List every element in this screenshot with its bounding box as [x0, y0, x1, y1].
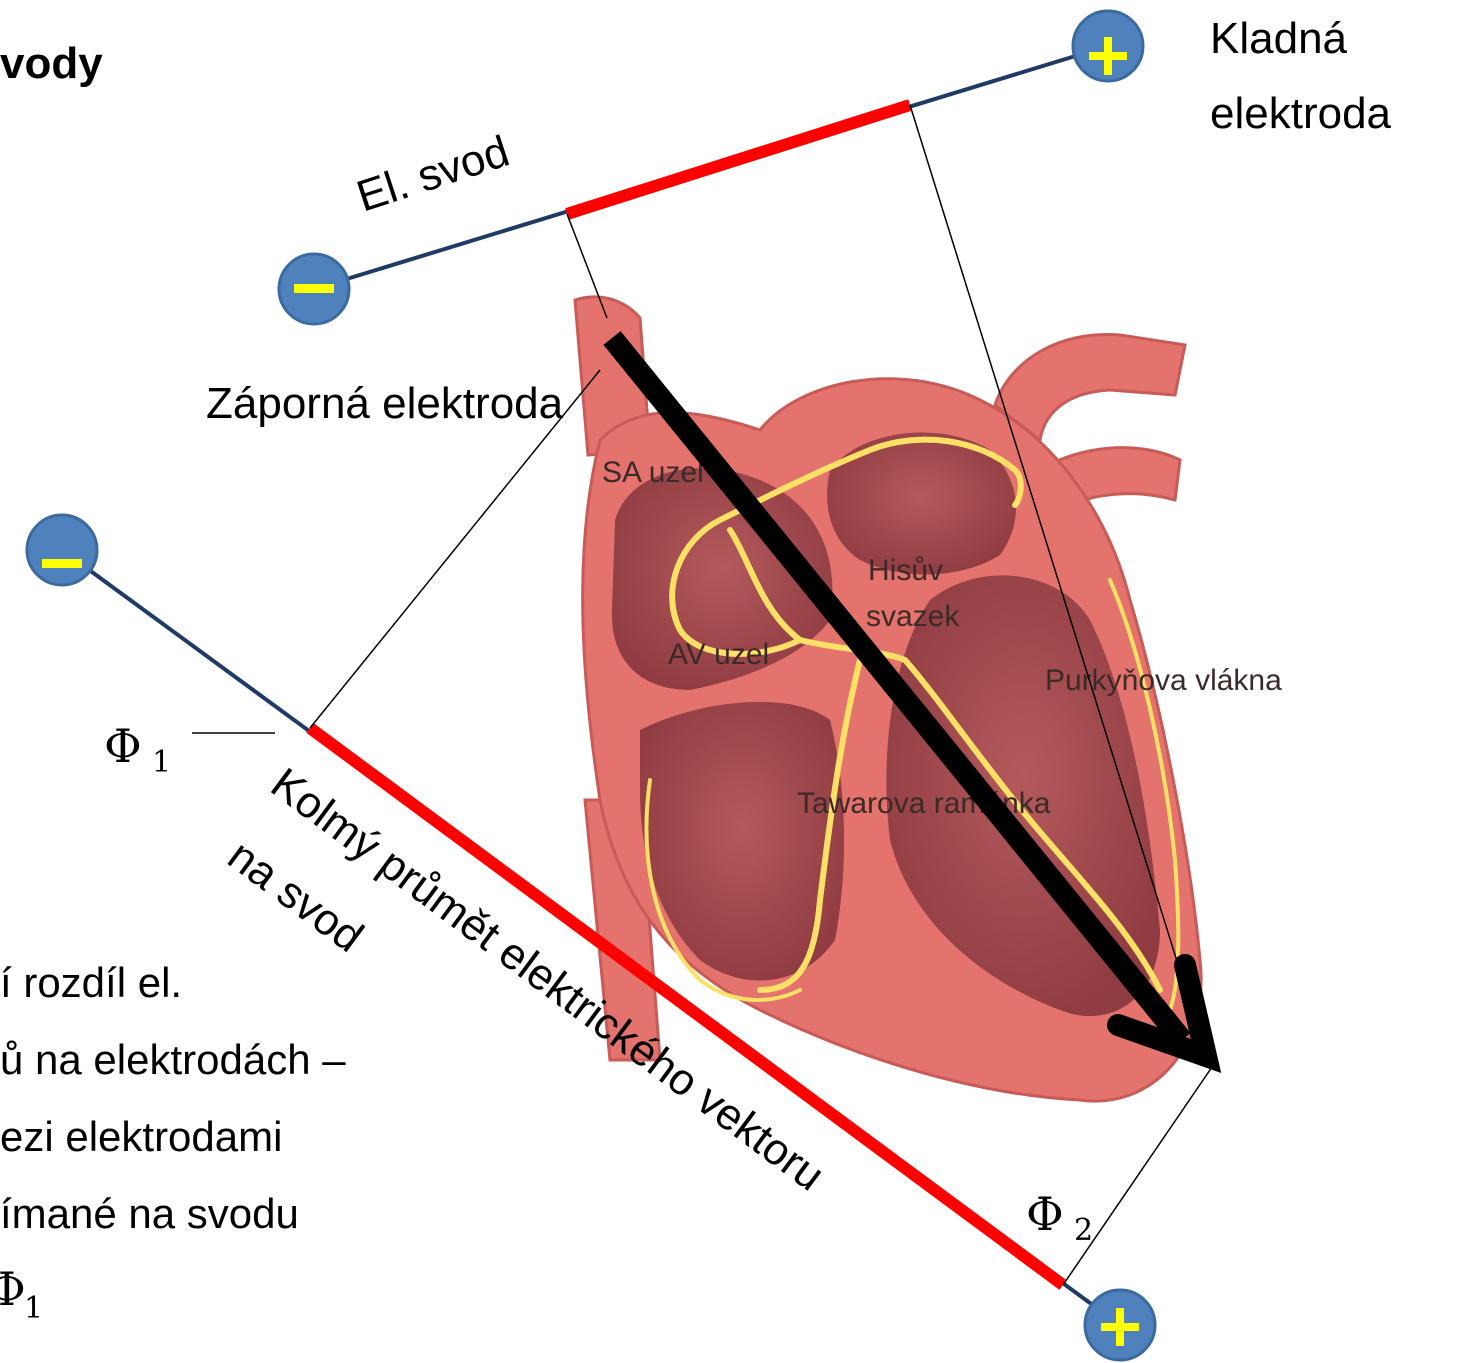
body-text: í rozdíl el. ů na elektrodách – ezi elek…	[0, 959, 346, 1326]
electrode-circle	[27, 515, 97, 585]
aortic-arch	[995, 334, 1185, 440]
positive-electrode-lower	[1085, 1290, 1155, 1360]
body-text-line1: í rozdíl el.	[0, 959, 182, 1006]
body-text-phi-symbol: Φ	[0, 1262, 26, 1316]
phi1-subscript: 1	[152, 745, 171, 780]
minus-icon	[294, 284, 334, 293]
av-node-label: AV uzel	[668, 638, 769, 671]
upper-lead-projection	[567, 105, 910, 214]
body-text-line2: ů na elektrodách –	[0, 1036, 346, 1083]
minus-icon	[42, 559, 82, 568]
his-bundle-label-line1: Hisův	[868, 554, 943, 587]
purkinje-fibers-label: Purkyňova vlákna	[1045, 664, 1282, 697]
positive-electrode-label-line1: Kladná	[1210, 14, 1348, 63]
positive-electrode-upper	[1073, 11, 1143, 81]
negative-electrode-upper	[279, 254, 349, 324]
body-text-phi-subscript: 1	[24, 1291, 43, 1326]
slide-heading: vody	[0, 39, 103, 88]
phi1-symbol: Φ	[104, 719, 142, 773]
negative-electrode-lower	[27, 515, 97, 585]
phi2-label: Φ 2	[1026, 1187, 1093, 1248]
phi1-label: Φ 1	[104, 719, 171, 780]
sa-node-label: SA uzel	[602, 456, 704, 489]
his-bundle-label-line2: svazek	[866, 600, 960, 633]
lead-label: El. svod	[351, 127, 515, 222]
positive-electrode-label-line2: elektroda	[1210, 89, 1392, 138]
phi2-symbol: Φ	[1026, 1187, 1064, 1241]
negative-electrode-label: Záporná elektroda	[206, 379, 564, 428]
body-text-line4: ímané na svodu	[0, 1190, 299, 1237]
phi2-subscript: 2	[1074, 1213, 1093, 1248]
body-text-line3: ezi elektrodami	[0, 1113, 282, 1160]
